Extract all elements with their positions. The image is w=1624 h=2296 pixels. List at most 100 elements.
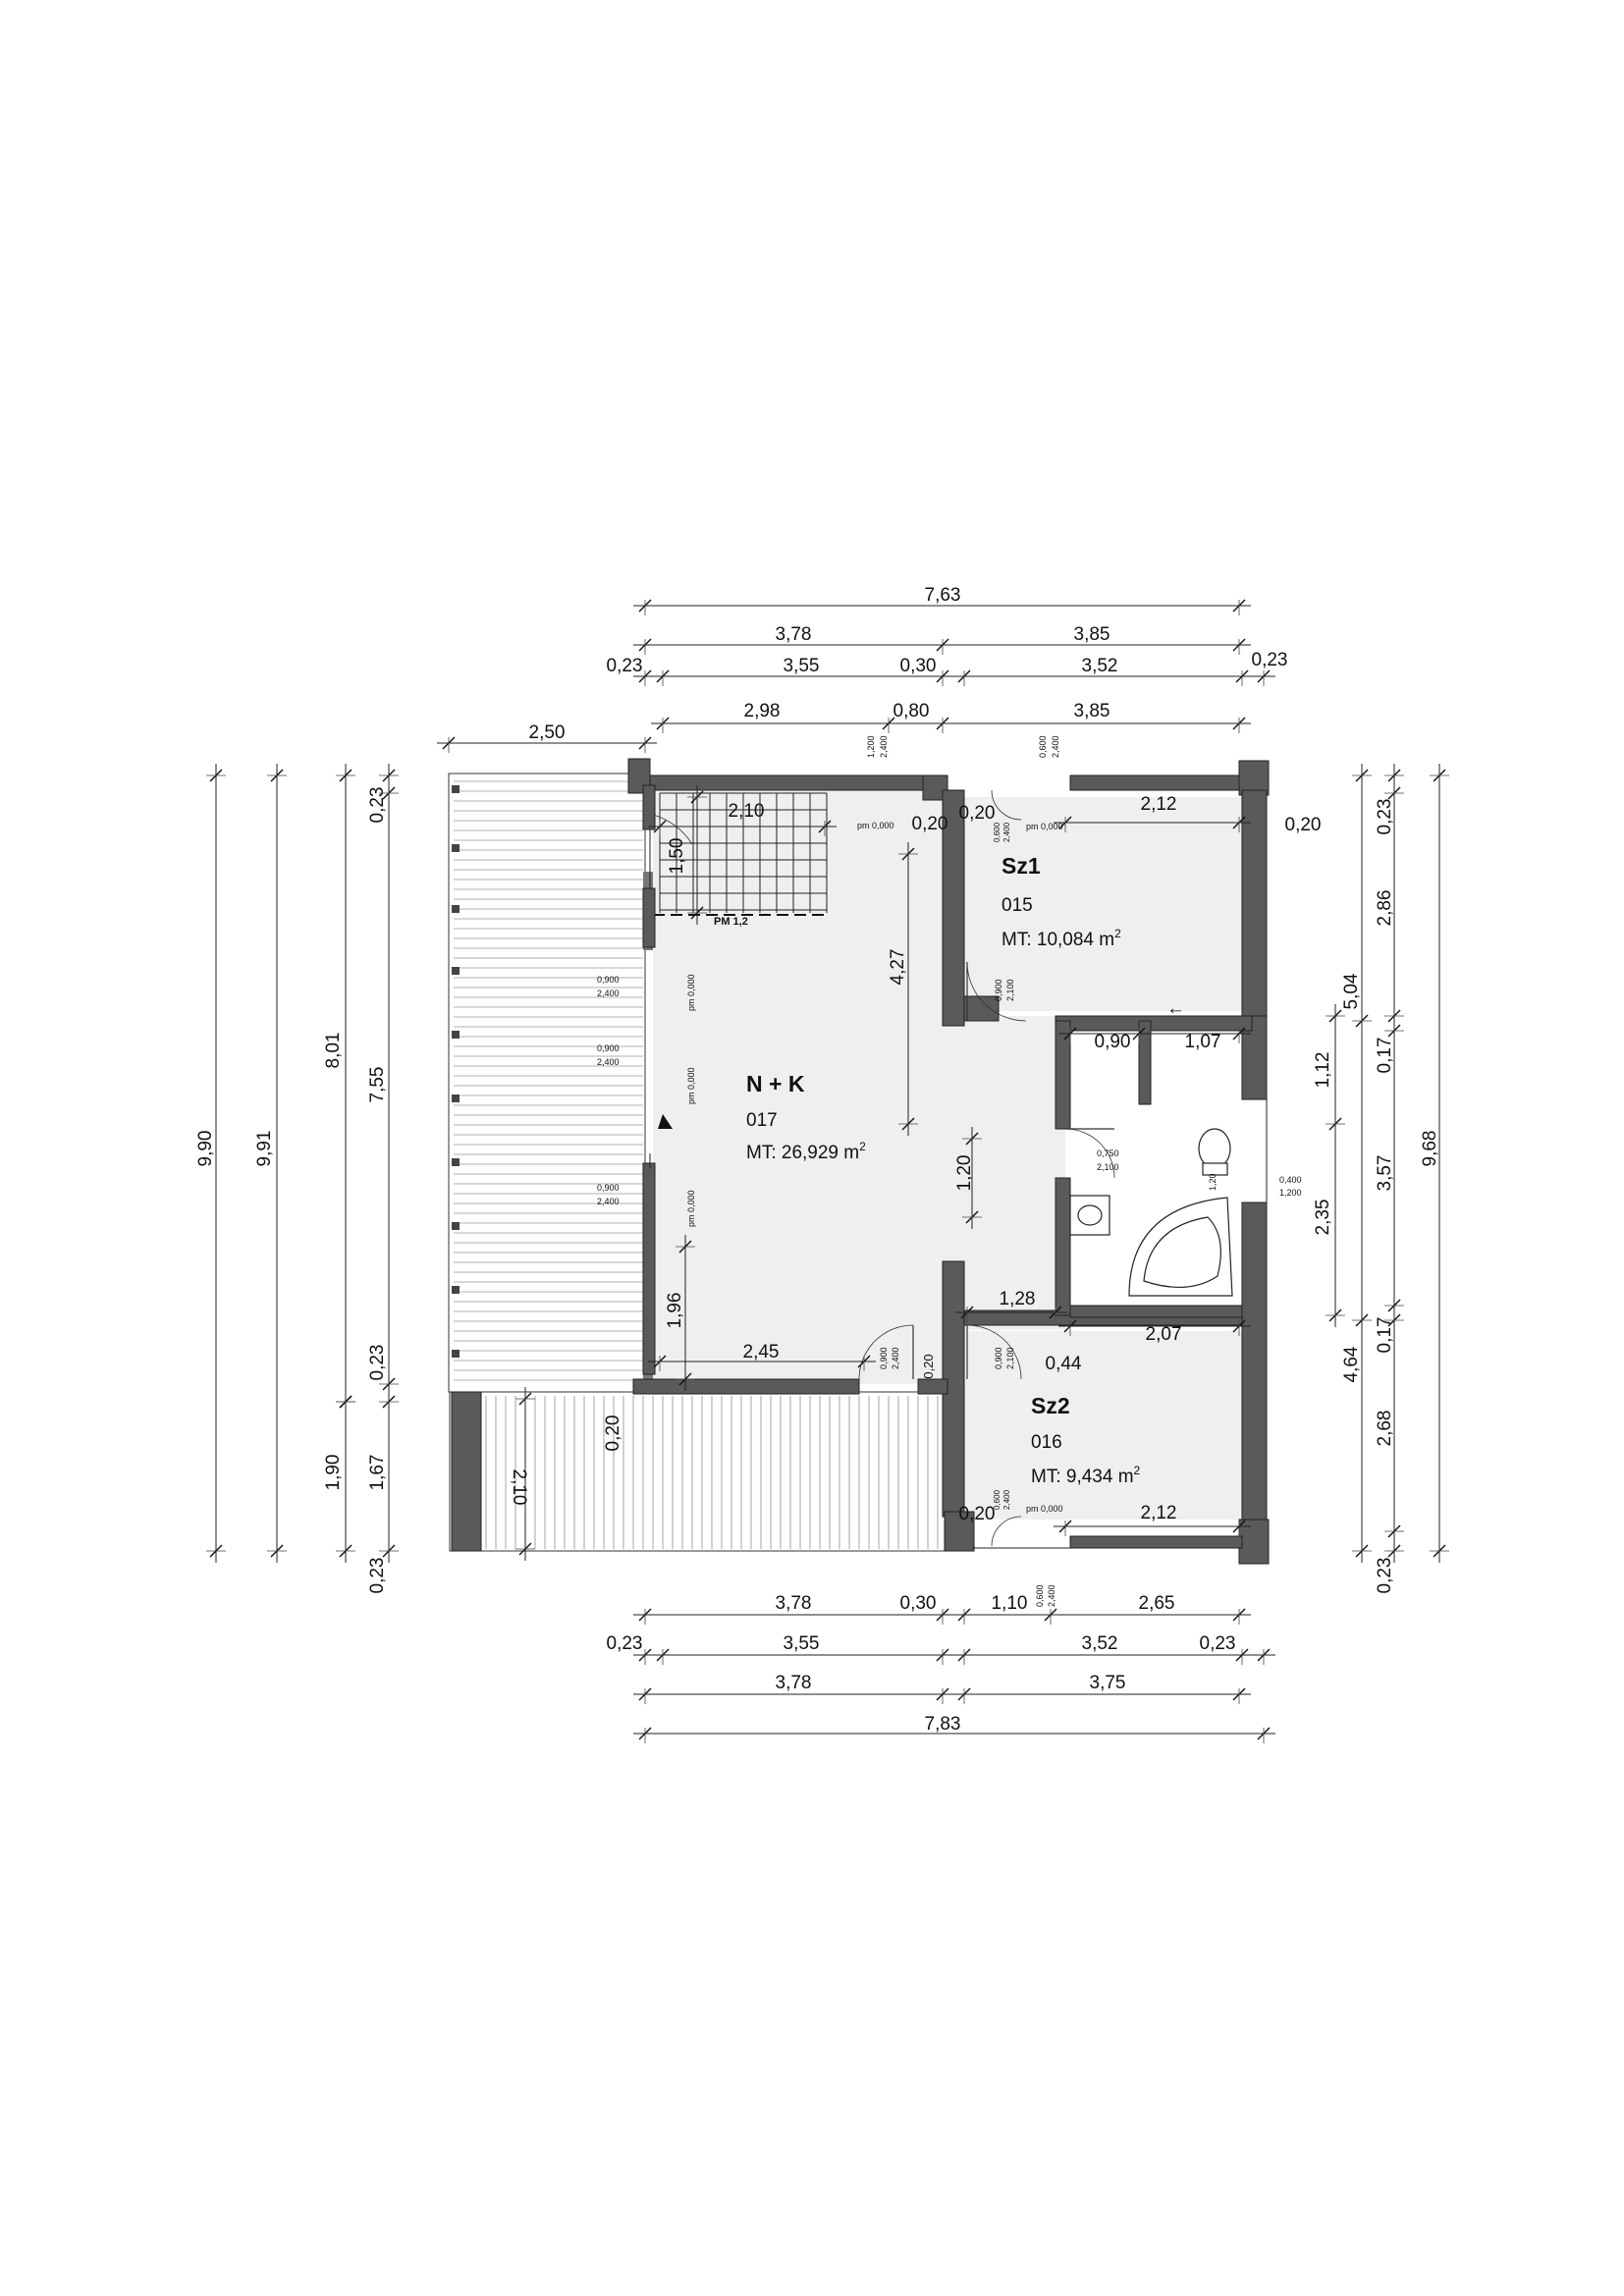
dim-top-right: 3,85: [1074, 624, 1110, 645]
window-openings: [649, 789, 1268, 1549]
door-bath-height: 2,100: [1097, 1162, 1119, 1172]
dim-left-1-90: 1,90: [323, 1455, 344, 1491]
dim-0-20-e: 0,20: [959, 1504, 996, 1524]
window-3-width: 0,900: [597, 1183, 620, 1193]
window-sz1-width: 0,600: [993, 822, 1001, 842]
walls: [627, 758, 1270, 1565]
direction-arrow: ←: [1166, 998, 1185, 1019]
stair-pm-label: PM 1,2: [714, 916, 748, 928]
pm-label-4: pm 0,000: [686, 974, 696, 1011]
door-sz1-width: 0,900: [994, 979, 1003, 1001]
window-bath-width: 0,400: [1279, 1175, 1302, 1185]
dim-left-8-01: 8,01: [323, 1033, 344, 1069]
dim-bot-3-52: 3,52: [1082, 1633, 1118, 1654]
dim-left-1-67: 1,67: [367, 1455, 388, 1491]
dim-left-0-23-mid: 0,23: [367, 1345, 388, 1381]
room-nk-name: N + K: [746, 1071, 805, 1096]
window-top-1-width: 1,200: [866, 735, 876, 758]
window-sz1-height: 2,400: [1002, 822, 1011, 842]
dim-top-overall: 7,63: [925, 585, 961, 606]
room-sz2-name: Sz2: [1031, 1393, 1070, 1418]
dim-stair-width: 2,10: [729, 801, 765, 822]
dim-bath-2-07: 2,07: [1146, 1324, 1182, 1345]
room-nk-number: 017: [746, 1110, 778, 1131]
dim-terrace-width: 2,50: [529, 722, 566, 743]
dim-0-20-d: 0,20: [603, 1415, 623, 1452]
window-bot-height: 2,400: [1047, 1584, 1056, 1607]
dim-bot-overall: 7,83: [925, 1714, 961, 1735]
door-bath-width: 0,750: [1097, 1148, 1119, 1158]
dim-stair-height: 1,50: [667, 838, 687, 875]
dim-top-2-98: 2,98: [744, 701, 781, 721]
deck-post: [452, 1286, 460, 1294]
window-sz2-width: 0,600: [993, 1489, 1001, 1510]
dim-left-9-90: 9,90: [195, 1131, 216, 1167]
window-top-2-width: 0,600: [1038, 735, 1048, 758]
dim-bot-0-30: 0,30: [900, 1593, 937, 1614]
dim-top-3-52: 3,52: [1082, 656, 1118, 676]
dim-left-0-23-top: 0,23: [367, 787, 388, 824]
dim-top-3-85: 3,85: [1074, 701, 1110, 721]
deck-post: [452, 905, 460, 913]
dim-bot-3-78: 3,78: [776, 1593, 812, 1614]
dim-0-20-b: 0,20: [959, 803, 996, 824]
window-sz2-height: 2,400: [1002, 1489, 1011, 1510]
dim-right-4-64: 4,64: [1341, 1346, 1362, 1382]
pm-label-6: pm 0,000: [686, 1190, 696, 1227]
pm-label-2: pm 0,000: [1026, 822, 1063, 831]
dim-right-0-23-top: 0,23: [1375, 799, 1395, 835]
dim-nk-width: 2,45: [743, 1342, 780, 1362]
stair: [652, 792, 828, 916]
deck-post: [452, 967, 460, 975]
window-bath-height: 1,200: [1279, 1188, 1302, 1198]
dim-left-7-55: 7,55: [367, 1067, 388, 1103]
window-3-height: 2,400: [597, 1197, 620, 1206]
dim-right-0-23-bot: 0,23: [1375, 1558, 1395, 1594]
window-bath-sill: 1,20: [1208, 1173, 1218, 1191]
door-nk-height: 2,400: [891, 1347, 900, 1369]
window-bot-width: 0,600: [1035, 1584, 1045, 1607]
dim-right-3-57: 3,57: [1375, 1155, 1395, 1192]
dim-right-0-17-a: 0,17: [1375, 1038, 1395, 1074]
dim-bath-1-12: 1,12: [1313, 1052, 1333, 1089]
dim-bot-1-10: 1,10: [992, 1593, 1028, 1614]
deck-post: [452, 1031, 460, 1039]
window-2-height: 2,400: [597, 1057, 620, 1067]
window-2-width: 0,900: [597, 1043, 620, 1053]
deck-post: [452, 844, 460, 852]
room-nk-area: MT: 26,929 m2: [746, 1140, 866, 1163]
deck-post: [452, 1222, 460, 1230]
pm-label-5: pm 0,000: [686, 1067, 696, 1104]
dim-0-20-f: 0,20: [921, 1354, 936, 1378]
opening-labels: pm 0,000 pm 0,000 pm 0,000 pm 0,000 pm 0…: [597, 735, 1302, 1607]
window-1-height: 2,400: [597, 988, 620, 998]
room-sz1-area: MT: 10,084 m2: [1001, 927, 1121, 950]
door-sz2-height: 2,100: [1005, 1347, 1015, 1369]
dim-bot-0-23-left: 0,23: [607, 1633, 643, 1654]
dim-right-5-04: 5,04: [1341, 973, 1362, 1009]
doors: [858, 789, 1115, 1547]
dim-nk-height: 4,27: [888, 949, 908, 986]
room-sz1-number: 015: [1001, 895, 1033, 916]
room-sz2-area: MT: 9,434 m2: [1031, 1464, 1141, 1487]
door-nk-width: 0,900: [879, 1347, 889, 1369]
dim-right-9-68: 9,68: [1420, 1131, 1440, 1167]
dim-top-0-23-right: 0,23: [1252, 650, 1288, 670]
dim-top-0-30: 0,30: [900, 656, 937, 676]
room-sz1-name: Sz1: [1001, 853, 1041, 879]
dim-right-2-86: 2,86: [1375, 890, 1395, 927]
dim-bath-0-90: 0,90: [1095, 1032, 1131, 1052]
dim-sz1-width: 2,12: [1141, 794, 1177, 815]
window-top-2-height: 2,400: [1051, 735, 1060, 758]
dim-bot-3-75: 3,75: [1090, 1673, 1126, 1693]
room-sz2-number: 016: [1031, 1432, 1062, 1453]
dim-bot-2-65: 2,65: [1139, 1593, 1175, 1614]
dim-bath-2-35: 2,35: [1313, 1200, 1333, 1236]
dim-bath-1-28: 1,28: [1000, 1289, 1036, 1309]
dim-bot-3-55: 3,55: [784, 1633, 820, 1654]
pm-label-1: pm 0,000: [857, 821, 894, 830]
room-labels: N + K 017 MT: 26,929 m2 Sz1 015 MT: 10,0…: [746, 853, 1141, 1487]
dim-top-3-55: 3,55: [784, 656, 820, 676]
dim-text: 7,63 3,78 3,85 0,23 3,55 0,30 3,52 0,23 …: [195, 585, 1440, 1735]
